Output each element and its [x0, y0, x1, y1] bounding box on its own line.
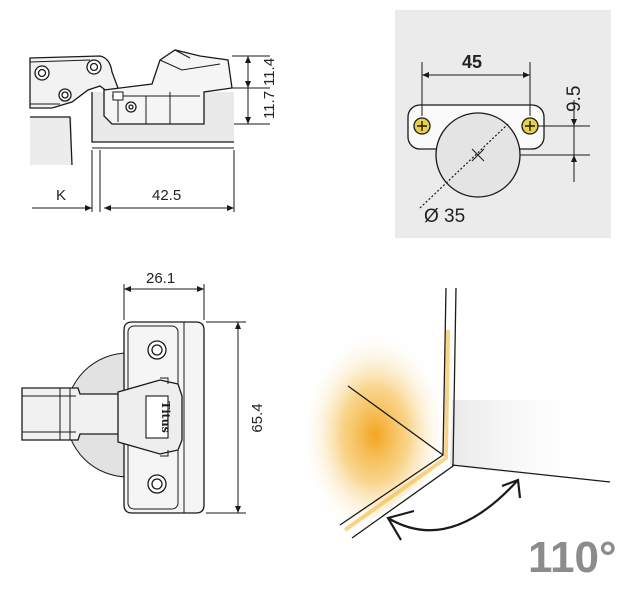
- dim-k: K: [56, 187, 66, 204]
- dim-45: 45: [462, 52, 482, 72]
- diameter-line: [419, 123, 509, 209]
- opening-angle-illustration: [300, 287, 611, 541]
- opening-arc: [387, 479, 519, 532]
- screw-left-icon: [413, 117, 431, 135]
- arc-arrowhead-left-icon: [386, 509, 415, 541]
- carcase-panel: [30, 117, 72, 165]
- side-view: [29, 49, 270, 212]
- brand-logo: Titus: [159, 401, 172, 433]
- dim-42-5: 42.5: [152, 187, 181, 204]
- carcase-wall: [451, 464, 611, 483]
- drill-pattern-panel: [395, 10, 611, 238]
- dim-9-5: 9.5: [564, 86, 585, 112]
- dim-cup-diameter: Ø 35: [424, 206, 465, 227]
- dim-11-4: 11.4: [261, 58, 278, 86]
- top-view: [21, 284, 246, 514]
- opening-angle-label: 110°: [528, 533, 617, 582]
- dim-11-7: 11.7: [261, 91, 278, 119]
- door-outline: [91, 92, 234, 143]
- screw-right-icon: [521, 117, 539, 135]
- dim-26-1: 26.1: [146, 270, 175, 287]
- carcase-edge: [30, 116, 73, 166]
- arc-arrowhead-right-icon: [501, 478, 522, 499]
- dim-65-4: 65.4: [249, 403, 266, 432]
